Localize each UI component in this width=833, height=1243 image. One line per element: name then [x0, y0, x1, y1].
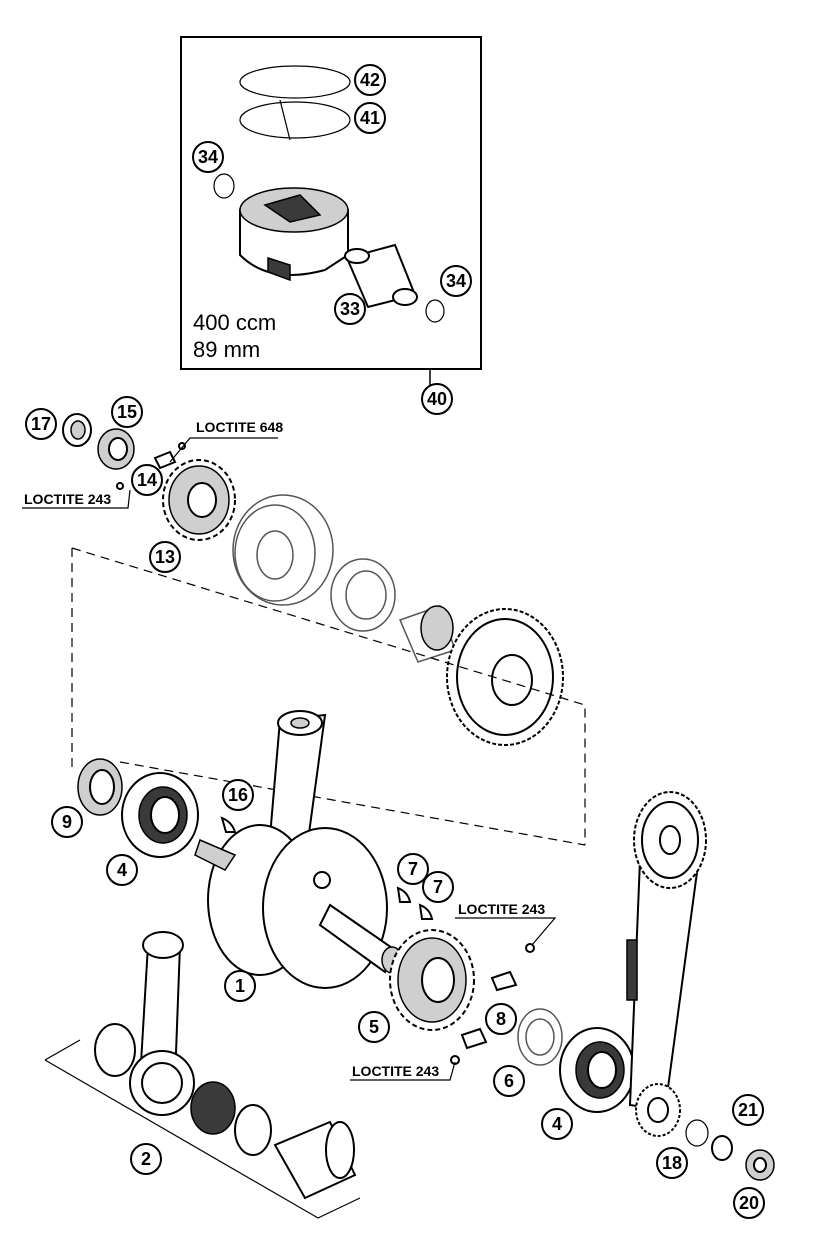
circlip-left	[213, 173, 235, 199]
seal-ring-17	[62, 413, 92, 447]
needle-bearing-upper	[398, 605, 456, 663]
svg-text:40: 40	[427, 389, 447, 409]
callout-16: 16	[222, 779, 254, 811]
svg-text:21: 21	[738, 1100, 758, 1120]
svg-text:16: 16	[228, 785, 248, 805]
timing-chain	[626, 791, 707, 1137]
piston-displacement: 400 ccm	[193, 310, 276, 335]
circlip-18	[685, 1119, 709, 1147]
callout-4-right: 4	[541, 1108, 573, 1140]
callout-34-top: 34	[192, 141, 224, 173]
callout-41: 41	[354, 102, 386, 134]
screw-14	[153, 450, 177, 470]
woodruff-key-7a	[396, 886, 412, 903]
callout-7-upper: 7	[397, 853, 429, 885]
screw-8-lower	[460, 1027, 488, 1050]
svg-text:34: 34	[198, 147, 218, 167]
callout-8: 8	[485, 1003, 517, 1035]
svg-text:8: 8	[496, 1009, 506, 1029]
loctite-648-label: LOCTITE 648	[196, 419, 283, 435]
svg-text:6: 6	[504, 1071, 514, 1091]
svg-text:42: 42	[360, 70, 380, 90]
svg-text:7: 7	[433, 877, 443, 897]
freewheel	[330, 558, 396, 632]
shaft-seal-15	[97, 428, 135, 470]
callout-1: 1	[224, 970, 256, 1002]
callout-20: 20	[733, 1187, 765, 1219]
svg-text:5: 5	[369, 1017, 379, 1037]
crankshaft	[194, 824, 403, 989]
thrust-washer-6	[517, 1008, 563, 1066]
svg-text:20: 20	[739, 1193, 759, 1213]
svg-text:15: 15	[117, 402, 137, 422]
svg-text:18: 18	[662, 1153, 682, 1173]
timing-gear-5	[389, 929, 475, 1031]
svg-text:34: 34	[446, 271, 466, 291]
svg-text:17: 17	[31, 414, 51, 434]
svg-text:41: 41	[360, 108, 380, 128]
callout-42: 42	[354, 64, 386, 96]
starter-gear	[446, 608, 564, 746]
loctite-drop	[525, 943, 535, 953]
connecting-rod-kit	[44, 931, 361, 1219]
loctite-drop	[178, 442, 186, 450]
callout-17: 17	[25, 408, 57, 440]
svg-text:33: 33	[340, 299, 360, 319]
callout-13: 13	[149, 541, 181, 573]
nut-20	[745, 1149, 775, 1181]
callout-7-lower: 7	[422, 871, 454, 903]
screw-8-upper	[490, 970, 518, 992]
callout-6: 6	[493, 1065, 525, 1097]
svg-text:14: 14	[137, 470, 157, 490]
main-bearing-left	[121, 772, 199, 858]
loctite-243-label-right: LOCTITE 243	[458, 901, 545, 917]
callout-40: 40	[421, 383, 453, 415]
woodruff-key-7b	[418, 903, 434, 920]
callout-4-left: 4	[106, 854, 138, 886]
callout-2: 2	[130, 1143, 162, 1175]
main-bearing-right	[559, 1027, 635, 1113]
svg-text:4: 4	[552, 1114, 562, 1134]
callout-5: 5	[358, 1011, 390, 1043]
loctite-243-label-upper: LOCTITE 243	[24, 491, 111, 507]
svg-text:4: 4	[117, 860, 127, 880]
piston	[239, 187, 349, 282]
callout-33: 33	[334, 293, 366, 325]
piston-rings	[239, 65, 351, 141]
loctite-243-label-lower: LOCTITE 243	[352, 1063, 439, 1079]
circlip-right	[425, 299, 445, 323]
callout-14: 14	[131, 464, 163, 496]
callout-15: 15	[111, 396, 143, 428]
svg-text:13: 13	[155, 547, 175, 567]
piston-pin	[344, 243, 418, 309]
callout-9: 9	[51, 806, 83, 838]
washer-21	[711, 1135, 733, 1161]
svg-text:9: 9	[62, 812, 72, 832]
svg-text:2: 2	[141, 1149, 151, 1169]
callout-21: 21	[732, 1094, 764, 1126]
callout-18: 18	[656, 1147, 688, 1179]
callout-34-right: 34	[440, 265, 472, 297]
oil-seal-9	[77, 758, 123, 816]
loctite-drop	[116, 482, 124, 490]
gear-13	[162, 459, 236, 541]
woodruff-key-16	[220, 816, 237, 833]
svg-text:7: 7	[408, 859, 418, 879]
svg-text:1: 1	[235, 976, 245, 996]
flywheel	[232, 494, 334, 606]
piston-bore: 89 mm	[193, 337, 260, 362]
